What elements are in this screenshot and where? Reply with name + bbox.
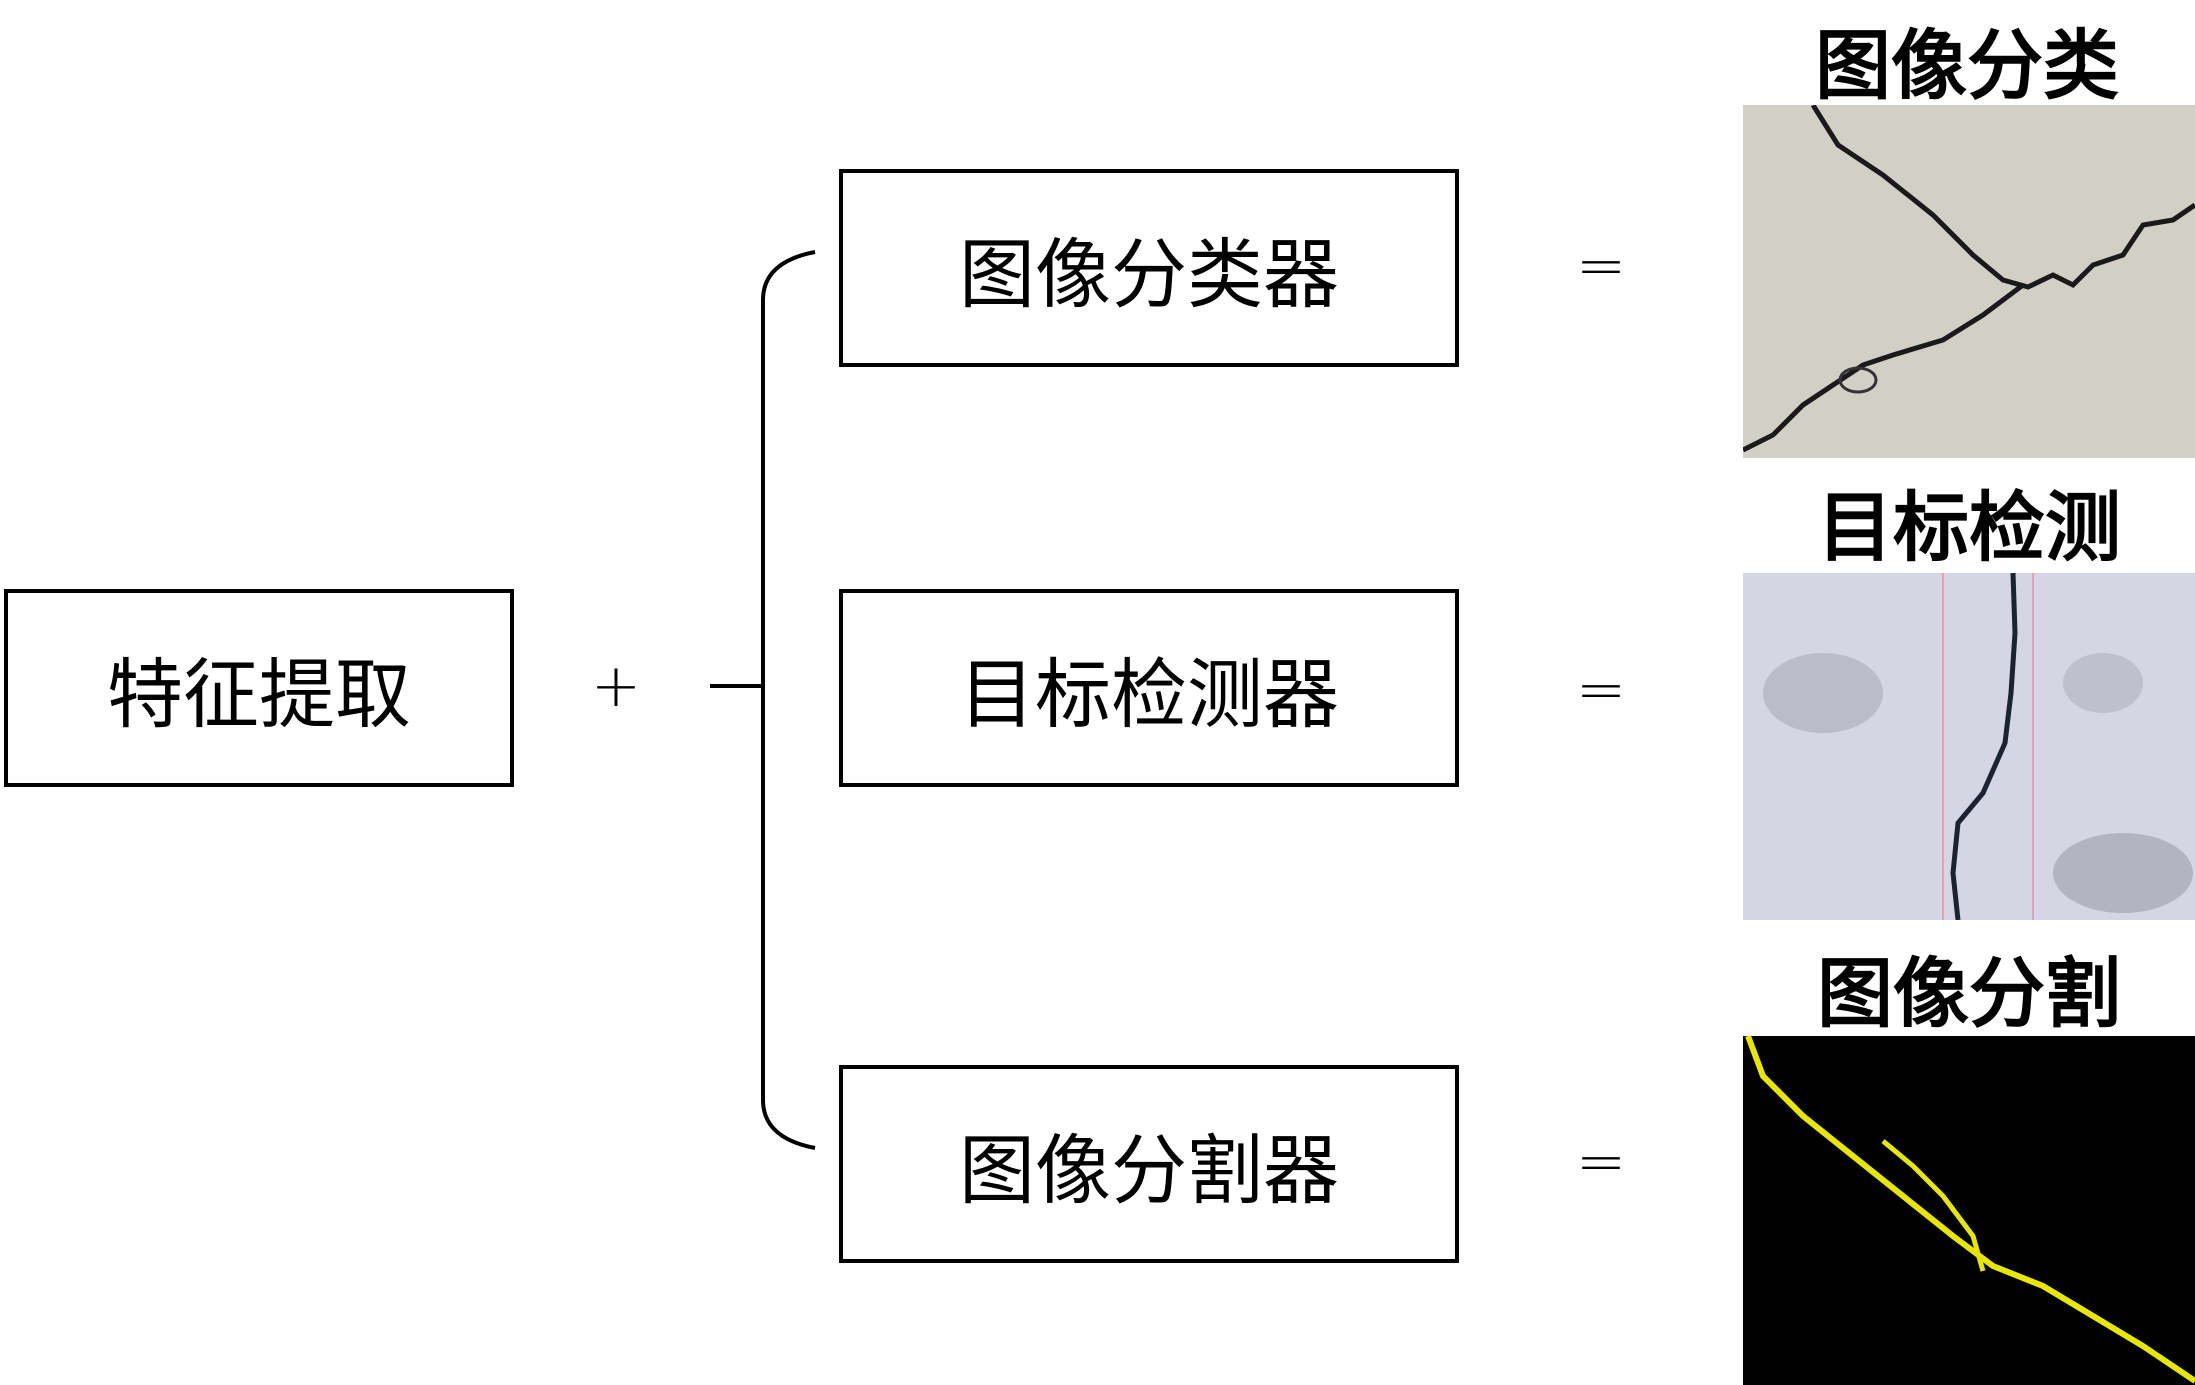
equals-sign: = xyxy=(1575,231,1627,301)
classifier-box: 图像分类器 xyxy=(839,169,1459,367)
segmentation-title: 图像分割 xyxy=(1817,949,2121,1038)
classification-title: 图像分类 xyxy=(1815,21,2119,110)
classifier-label: 图像分类器 xyxy=(959,230,1339,319)
detector-label: 目标检测器 xyxy=(959,650,1339,739)
detector-box: 目标检测器 xyxy=(839,589,1459,787)
equals-sign: = xyxy=(1575,655,1627,725)
feature-extraction-label: 特征提取 xyxy=(107,650,411,739)
segmenter-label: 图像分割器 xyxy=(959,1126,1339,1215)
classification-crack-image xyxy=(1743,105,2195,458)
detection-crack-image xyxy=(1743,573,2195,920)
detection-title: 目标检测 xyxy=(1817,483,2121,572)
segmentation-mask-image xyxy=(1743,1036,2195,1385)
feature-extraction-box: 特征提取 xyxy=(4,589,514,787)
equals-sign: = xyxy=(1575,1127,1627,1197)
segmenter-box: 图像分割器 xyxy=(839,1065,1459,1263)
plus-sign: + xyxy=(590,651,642,721)
